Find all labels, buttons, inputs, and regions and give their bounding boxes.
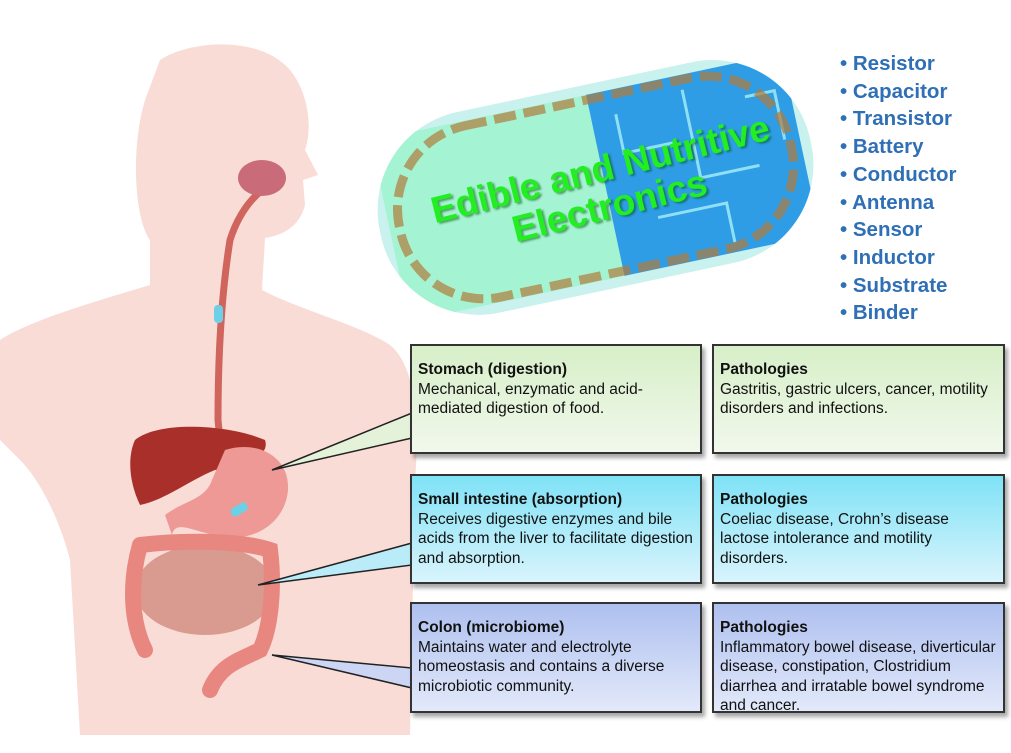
- colon: [125, 533, 280, 698]
- list-item: • Antenna: [840, 190, 935, 214]
- box-heading: Pathologies: [720, 361, 808, 378]
- body-silhouette: [0, 44, 417, 735]
- capsule-stomach: [230, 502, 248, 517]
- list-item: • Transistor: [840, 107, 952, 131]
- box-text: Inflammatory bowel disease, diverticular…: [720, 638, 996, 715]
- box-heading: Pathologies: [720, 491, 808, 508]
- list-item: • Sensor: [840, 218, 923, 242]
- box-text: Gastritis, gastric ulcers, cancer, motil…: [720, 380, 988, 418]
- stomach-box: Stomach (digestion) Mechanical, enzymati…: [410, 344, 702, 454]
- liver: [130, 426, 266, 505]
- list-item: • Substrate: [840, 273, 948, 297]
- capsule-esophagus: [214, 305, 223, 323]
- list-item: • Inductor: [840, 245, 935, 269]
- mouth: [238, 160, 286, 196]
- edible-electronics-pill: [370, 53, 821, 322]
- colon-pathologies-box: Pathologies Inflammatory bowel disease, …: [712, 602, 1005, 715]
- list-item: • Resistor: [840, 52, 935, 75]
- small-intestine: [135, 545, 275, 635]
- box-text: Receives digestive enzymes and bile acid…: [418, 510, 693, 567]
- small-intestine-box: Small intestine (absorption) Receives di…: [410, 474, 702, 584]
- colon-box: Colon (microbiome) Maintains water and e…: [410, 602, 702, 713]
- box-heading: Small intestine (absorption): [418, 491, 623, 508]
- box-text: Coeliac disease, Crohn’s disease lactose…: [720, 510, 949, 567]
- box-heading: Colon (microbiome): [418, 619, 565, 636]
- list-item: • Capacitor: [840, 79, 948, 103]
- small-intestine-pathologies-box: Pathologies Coeliac disease, Crohn’s dis…: [712, 474, 1005, 584]
- list-item: • Conductor: [840, 162, 957, 186]
- box-text: Maintains water and electrolyte homeosta…: [418, 638, 665, 695]
- list-item: • Binder: [840, 301, 918, 325]
- esophagus: [214, 187, 265, 461]
- box-heading: Pathologies: [720, 619, 808, 636]
- list-item: • Battery: [840, 135, 924, 159]
- component-list: • Resistor • Capacitor • Transistor • Ba…: [840, 50, 957, 327]
- stomach: [165, 446, 289, 538]
- box-heading: Stomach (digestion): [418, 361, 567, 378]
- stomach-pathologies-box: Pathologies Gastritis, gastric ulcers, c…: [712, 344, 1005, 454]
- box-text: Mechanical, enzymatic and acid-mediated …: [418, 380, 643, 418]
